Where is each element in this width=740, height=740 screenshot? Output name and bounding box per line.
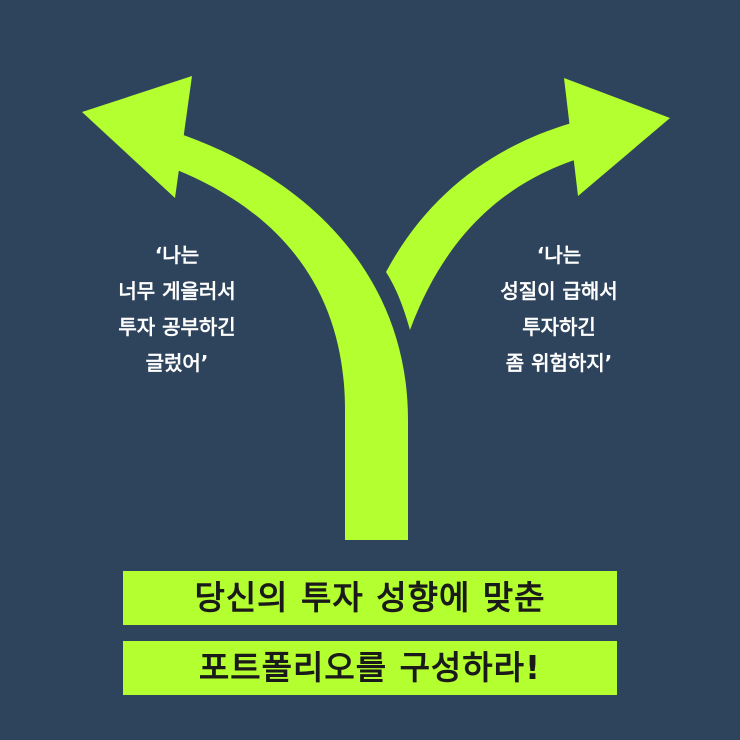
headline-line-2: 포트폴리오를 구성하라! <box>123 641 617 695</box>
left-arrowhead <box>82 76 192 198</box>
right-quote-line-3: 투자하긴 <box>522 315 596 339</box>
right-quote: ‘나는 성질이 급해서 투자하긴 좀 위험하지’ <box>439 237 679 381</box>
right-arrowhead <box>564 78 670 196</box>
left-quote-line-2: 너무 게을러서 <box>118 279 236 303</box>
right-quote-line-4: 좀 위험하지’ <box>505 351 613 375</box>
right-quote-line-1: ‘나는 <box>536 243 582 267</box>
left-quote: ‘나는 너무 게을러서 투자 공부하긴 글렀어’ <box>57 237 297 381</box>
headline-line-1: 당신의 투자 성향에 맞춘 <box>123 571 617 625</box>
left-quote-line-4: 글렀어’ <box>145 351 209 375</box>
right-quote-line-2: 성질이 급해서 <box>500 279 618 303</box>
left-quote-line-1: ‘나는 <box>154 243 200 267</box>
left-quote-line-3: 투자 공부하긴 <box>118 315 236 339</box>
